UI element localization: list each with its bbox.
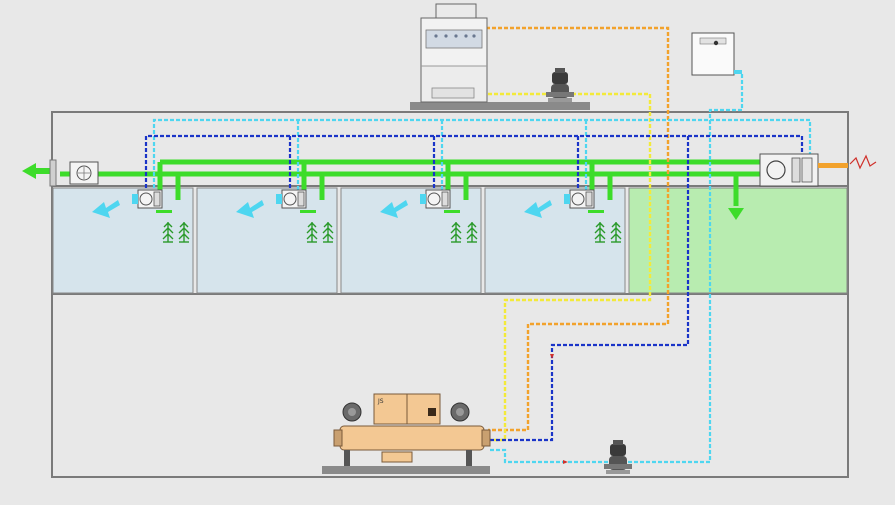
chilled-water-pump [604, 440, 632, 474]
room-3 [340, 187, 482, 294]
cooling-tower-base [410, 102, 590, 110]
chilled-water-return-pipe [152, 74, 812, 464]
supply-air-arrow-icon [236, 200, 264, 218]
expansion-tank [691, 32, 742, 76]
chilled-water-supply-pipe [144, 134, 804, 442]
cooling-water-pump [546, 68, 574, 102]
supply-air-duct [60, 159, 760, 206]
room-4 [484, 187, 626, 294]
chiller-label: JS [377, 398, 384, 405]
chiller-base [322, 466, 490, 474]
room-supply-arrows [92, 200, 552, 218]
cooling-tower [420, 3, 488, 103]
room-1 [52, 187, 194, 294]
valve-icon [550, 354, 554, 359]
fcu-drain-trays [156, 210, 604, 213]
supply-air-arrow-icon [92, 200, 120, 218]
supply-air-arrow-icon [380, 200, 408, 218]
exhaust-arrow-icon [22, 163, 36, 179]
cooling-water-supply-pipe [480, 26, 670, 432]
water-chiller: JS [333, 393, 491, 466]
fresh-air-down-arrow-icon [728, 208, 744, 220]
exhaust-fan [49, 159, 99, 187]
building-frame [51, 111, 849, 478]
valve-icon [563, 460, 568, 464]
room-2 [196, 187, 338, 294]
fresh-air-handling-unit [759, 153, 877, 187]
supply-air-arrow-icon [524, 200, 552, 218]
